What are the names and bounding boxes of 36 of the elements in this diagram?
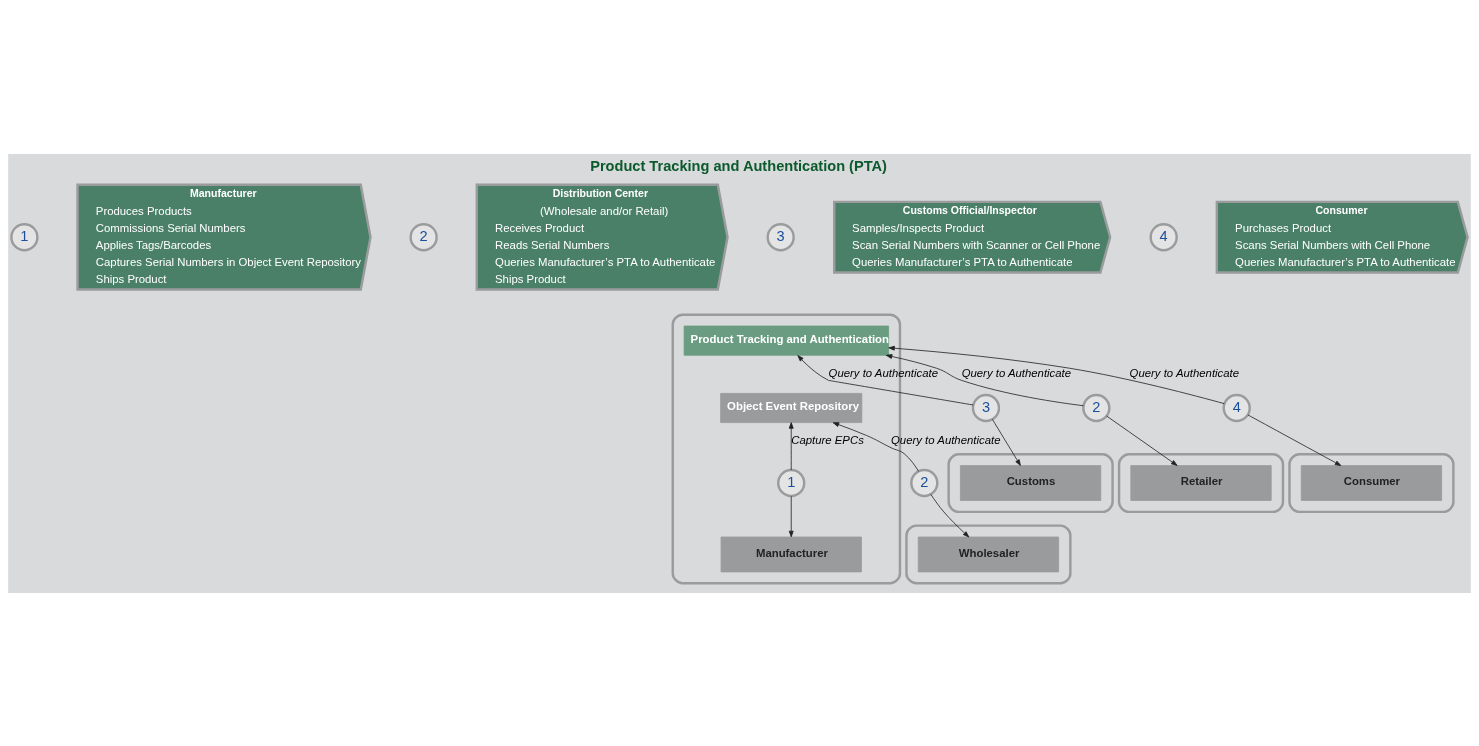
arrow — [930, 493, 970, 537]
node-box: Consumer — [1300, 464, 1443, 501]
node-box: Manufacturer — [720, 536, 862, 572]
node-box: Retailer — [1130, 464, 1272, 501]
node-circle: 4 — [1222, 393, 1251, 422]
arrow — [788, 421, 794, 470]
edge-label: Capture EPCs — [791, 433, 864, 446]
edge-label: Query to Authenticate — [828, 366, 939, 378]
node-box: Customs — [960, 464, 1102, 501]
arrow — [1106, 415, 1178, 466]
arrow — [1247, 414, 1342, 466]
diagram-title: Product Tracking and Authentication (PTA) — [590, 157, 887, 174]
cluster — [1288, 452, 1455, 513]
cluster — [947, 452, 1114, 513]
arrow — [788, 495, 794, 537]
arrow — [797, 354, 974, 405]
node-circle: 1 — [777, 468, 806, 497]
cluster — [905, 523, 1072, 584]
node-circle: 1 — [10, 222, 39, 251]
node-box: Object Event Repository — [720, 392, 863, 423]
arrow — [888, 345, 1225, 404]
node-circle: 2 — [910, 468, 939, 497]
arrow — [885, 353, 1084, 406]
edge-label: Query to Authenticate — [1129, 366, 1240, 378]
node-circle: 2 — [409, 222, 438, 251]
node-circle: 3 — [971, 393, 1001, 422]
node-circle: 2 — [1082, 393, 1111, 422]
edge-label: Query to Authenticate — [961, 366, 1072, 378]
arrow — [832, 421, 919, 472]
node-circle: 3 — [766, 222, 795, 251]
node-box: Wholesaler — [917, 536, 1059, 572]
edge-label: Query to Authenticate — [891, 433, 1001, 446]
node-circle: 4 — [1149, 222, 1178, 251]
node-box: Product Tracking and Authentication — [683, 325, 889, 356]
cluster — [1117, 452, 1285, 513]
arrow — [991, 418, 1021, 466]
